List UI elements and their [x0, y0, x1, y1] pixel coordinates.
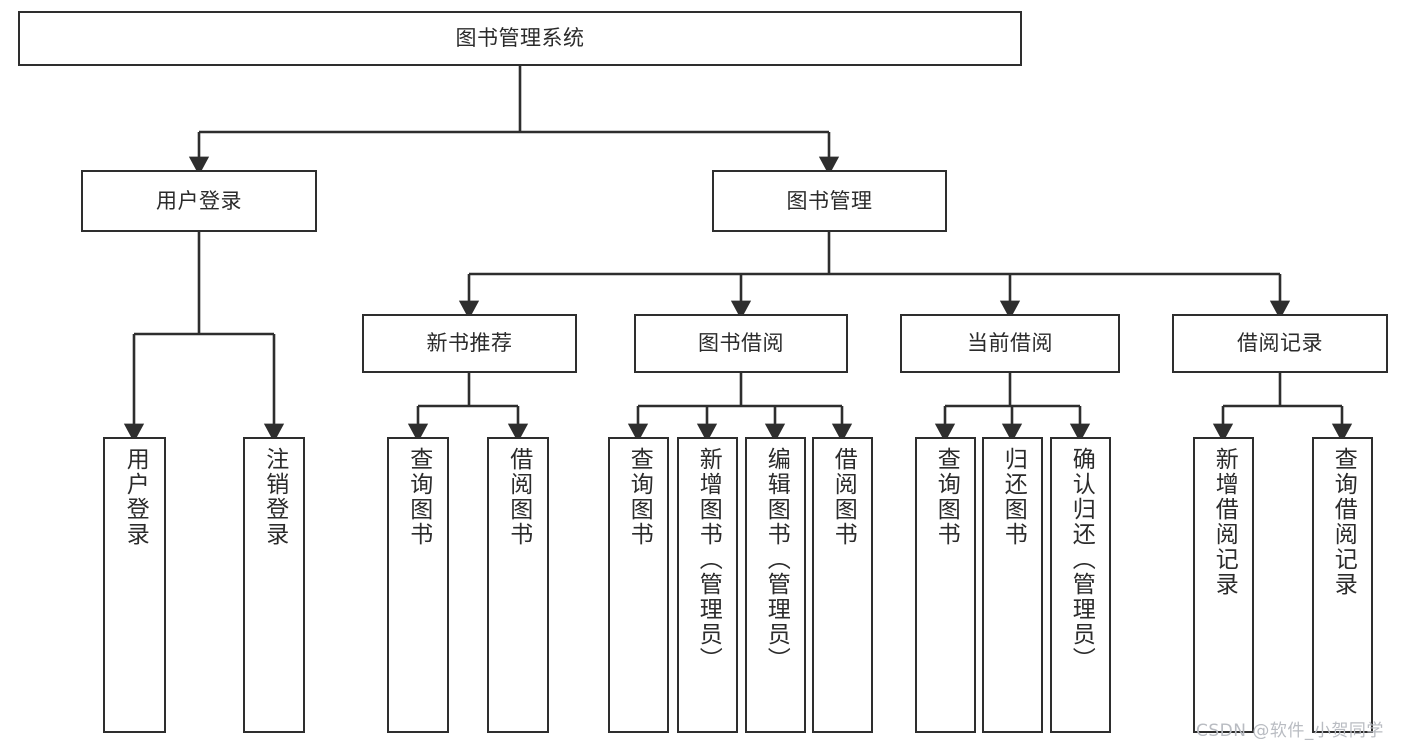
node-leaf-borrow-book-recommend[interactable]: 借阅图书 [487, 437, 549, 733]
node-label-leaf-query-borrow-record: 查询借阅记录 [1330, 447, 1357, 597]
connector-edges [123, 66, 1353, 443]
node-label-borrow-record: 借阅记录 [1237, 331, 1323, 356]
node-label-leaf-query-book-recommend: 查询图书 [405, 447, 432, 547]
node-leaf-logout[interactable]: 注销登录 [243, 437, 305, 733]
node-leaf-add-book-admin[interactable]: 新增图书（管理员） [677, 437, 738, 733]
node-label-current-borrow: 当前借阅 [967, 331, 1053, 356]
node-label-leaf-user-login: 用户登录 [122, 447, 149, 547]
node-label-leaf-edit-book-admin: 编辑图书（管理员） [763, 447, 790, 672]
node-leaf-confirm-return-admin[interactable]: 确认归还（管理员） [1050, 437, 1111, 733]
node-user-login[interactable]: 用户登录 [81, 170, 317, 232]
node-new-book-recommend[interactable]: 新书推荐 [362, 314, 577, 373]
node-book-management[interactable]: 图书管理 [712, 170, 947, 232]
node-leaf-user-login[interactable]: 用户登录 [103, 437, 166, 733]
node-label-root: 图书管理系统 [455, 26, 585, 51]
node-leaf-borrow-book[interactable]: 借阅图书 [812, 437, 873, 733]
node-book-borrow[interactable]: 图书借阅 [634, 314, 848, 373]
node-label-leaf-query-book-current: 查询图书 [933, 447, 960, 547]
node-label-leaf-add-book-admin: 新增图书（管理员） [695, 447, 722, 672]
node-label-user-login: 用户登录 [156, 188, 242, 213]
node-borrow-record[interactable]: 借阅记录 [1172, 314, 1388, 373]
node-current-borrow[interactable]: 当前借阅 [900, 314, 1120, 373]
node-label-book-management: 图书管理 [786, 188, 873, 213]
node-label-leaf-borrow-book-recommend: 借阅图书 [505, 447, 532, 547]
node-leaf-return-book[interactable]: 归还图书 [982, 437, 1043, 733]
node-label-book-borrow: 图书借阅 [698, 331, 784, 356]
node-leaf-query-book-current[interactable]: 查询图书 [915, 437, 976, 733]
csdn-watermark: CSDN @软件_小贺同学 [1196, 721, 1384, 741]
node-leaf-query-borrow-record[interactable]: 查询借阅记录 [1312, 437, 1373, 733]
node-root[interactable]: 图书管理系统 [18, 11, 1022, 66]
node-label-leaf-borrow-book: 借阅图书 [830, 447, 857, 547]
node-label-leaf-confirm-return-admin: 确认归还（管理员） [1068, 447, 1095, 672]
node-label-leaf-add-borrow-record: 新增借阅记录 [1211, 447, 1238, 597]
node-label-leaf-logout: 注销登录 [261, 447, 288, 547]
node-leaf-query-book-borrow[interactable]: 查询图书 [608, 437, 669, 733]
node-leaf-add-borrow-record[interactable]: 新增借阅记录 [1193, 437, 1254, 733]
node-leaf-query-book-recommend[interactable]: 查询图书 [387, 437, 449, 733]
node-leaf-edit-book-admin[interactable]: 编辑图书（管理员） [745, 437, 806, 733]
node-label-leaf-query-book-borrow: 查询图书 [626, 447, 653, 547]
node-label-leaf-return-book: 归还图书 [1000, 447, 1027, 547]
node-label-new-book-recommend: 新书推荐 [426, 331, 513, 356]
